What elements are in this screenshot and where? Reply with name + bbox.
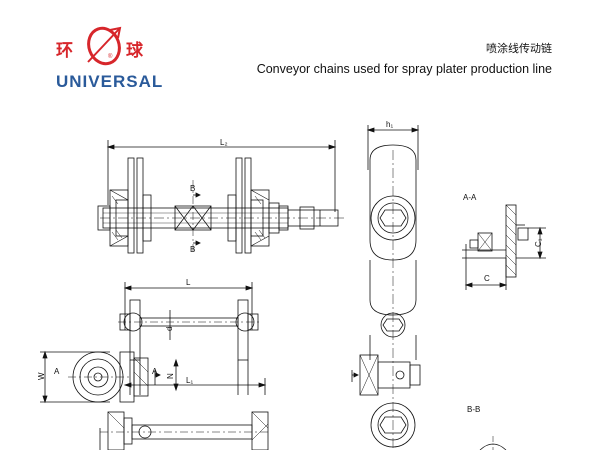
label-n: N: [166, 373, 175, 379]
label-c: C: [484, 274, 490, 283]
logo-wordmark: UNIVERSAL: [56, 72, 164, 91]
label-l1: L₁: [186, 376, 193, 385]
label-b-top: B: [190, 184, 195, 193]
label-w: W: [37, 372, 46, 380]
title-chinese: 喷涂线传动链: [486, 42, 552, 55]
shaft-assembly-view: [97, 140, 345, 255]
label-l2: L₂: [220, 138, 228, 147]
logo-char-right: 球: [126, 41, 143, 61]
label-h1: h₁: [386, 120, 393, 129]
label-a-left: A: [54, 367, 60, 376]
title-english: Conveyor chains used for spray plater pr…: [256, 62, 552, 76]
globe-emblem-icon: ®: [87, 26, 122, 66]
company-logo: 环 ® 球 UNIVERSAL: [28, 22, 162, 92]
label-c1: C₁: [534, 238, 543, 247]
label-l: L: [186, 278, 191, 287]
svg-text:®: ®: [108, 53, 113, 60]
label-section-bb: B-B: [467, 405, 480, 414]
logo-char-left: 环: [56, 41, 73, 61]
label-a-right: A: [152, 367, 158, 376]
section-a-a: [462, 204, 546, 290]
vertical-chain-view: [351, 125, 421, 450]
label-b-bottom: B: [190, 245, 195, 254]
label-d: d: [165, 327, 174, 331]
bottom-chain-link: [99, 411, 270, 450]
label-section-aa: A-A: [463, 193, 477, 202]
roller-wheel-view: [40, 350, 161, 404]
section-b-b: [479, 436, 507, 450]
